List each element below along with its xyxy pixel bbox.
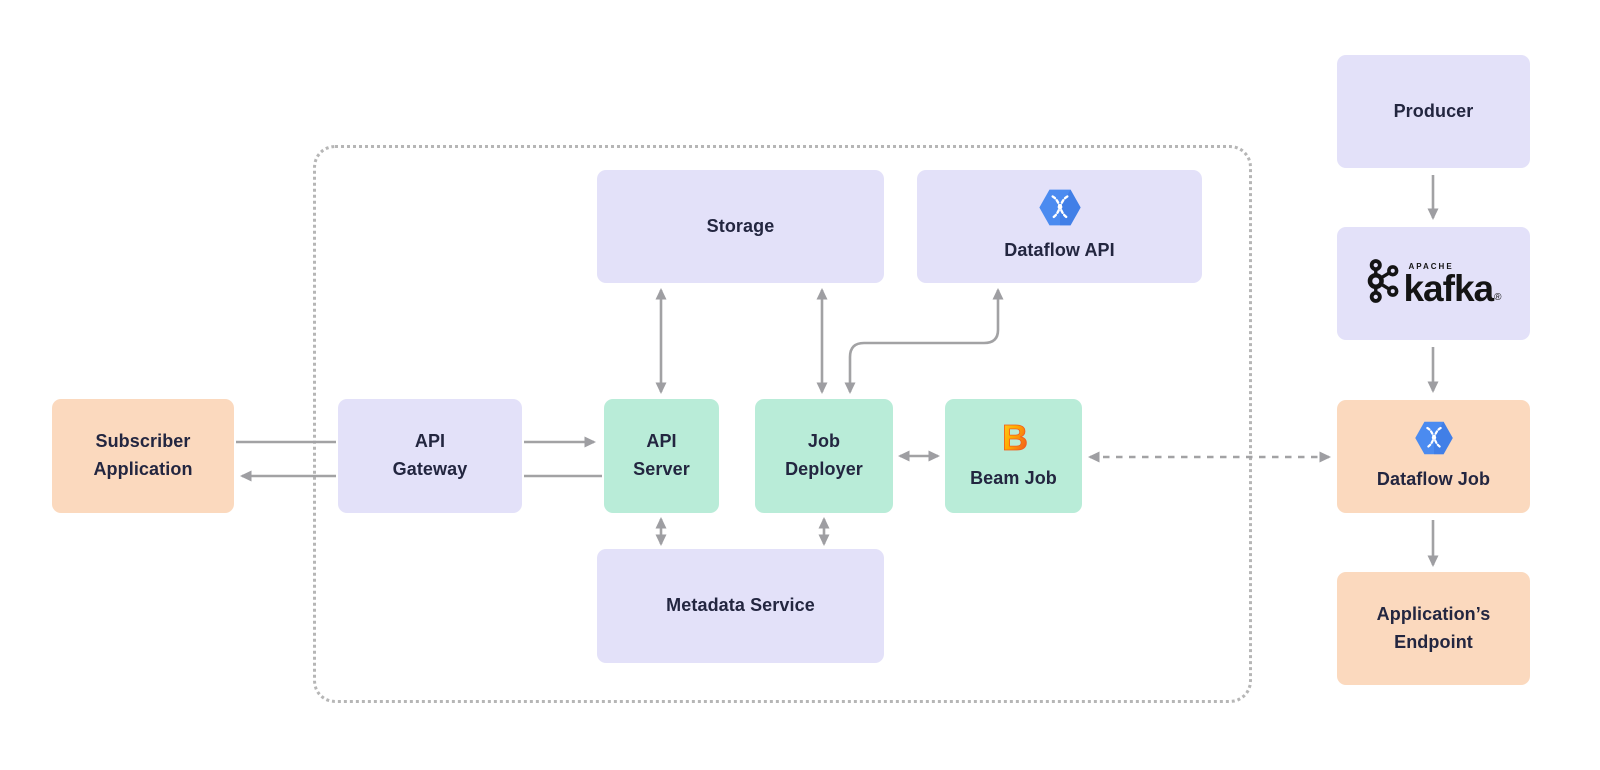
node-api-gateway: API Gateway bbox=[338, 399, 522, 513]
node-dataflow-api: Dataflow API bbox=[917, 170, 1202, 283]
node-api-server: API Server bbox=[604, 399, 719, 513]
node-subscriber-application: Subscriber Application bbox=[52, 399, 234, 513]
apache-beam-icon: B bbox=[996, 417, 1032, 460]
kafka-word-text: kafka bbox=[1403, 268, 1494, 310]
dataflow-hexagon-icon bbox=[1038, 188, 1082, 232]
api-gateway-label: API Gateway bbox=[392, 431, 468, 479]
node-dataflow-job: Dataflow Job bbox=[1337, 400, 1530, 513]
apache-kafka-logo: APACHE kafka ® bbox=[1365, 258, 1502, 310]
kafka-apache-text: APACHE bbox=[1408, 262, 1454, 272]
api-server-label: API Server bbox=[633, 431, 690, 479]
storage-label: Storage bbox=[706, 215, 775, 236]
beam-job-label: Beam Job bbox=[970, 468, 1057, 489]
dataflow-job-label: Dataflow Job bbox=[1376, 468, 1491, 489]
node-kafka: APACHE kafka ® bbox=[1337, 227, 1530, 340]
node-producer: Producer bbox=[1337, 55, 1530, 168]
node-metadata-service: Metadata Service bbox=[597, 549, 884, 663]
metadata-service-label: Metadata Service bbox=[666, 595, 815, 616]
kafka-registered-mark: ® bbox=[1494, 291, 1502, 303]
dataflow-api-label: Dataflow API bbox=[1004, 240, 1115, 261]
job-deployer-label: Job Deployer bbox=[785, 431, 863, 479]
node-storage: Storage bbox=[597, 170, 884, 283]
pipeline-boundary-box bbox=[313, 145, 1252, 703]
applications-endpoint-label: Application’s Endpoint bbox=[1376, 603, 1491, 652]
subscriber-application-label: Subscriber Application bbox=[93, 431, 193, 479]
node-beam-job: B Beam Job bbox=[945, 399, 1082, 513]
node-job-deployer: Job Deployer bbox=[755, 399, 893, 513]
producer-label: Producer bbox=[1393, 100, 1474, 121]
node-applications-endpoint: Application’s Endpoint bbox=[1337, 572, 1530, 685]
svg-text:B: B bbox=[1002, 419, 1028, 455]
kafka-wordmark: APACHE kafka ® bbox=[1403, 261, 1502, 310]
apache-kafka-nodes-icon bbox=[1365, 258, 1399, 309]
dataflow-hexagon-icon bbox=[1414, 420, 1454, 461]
